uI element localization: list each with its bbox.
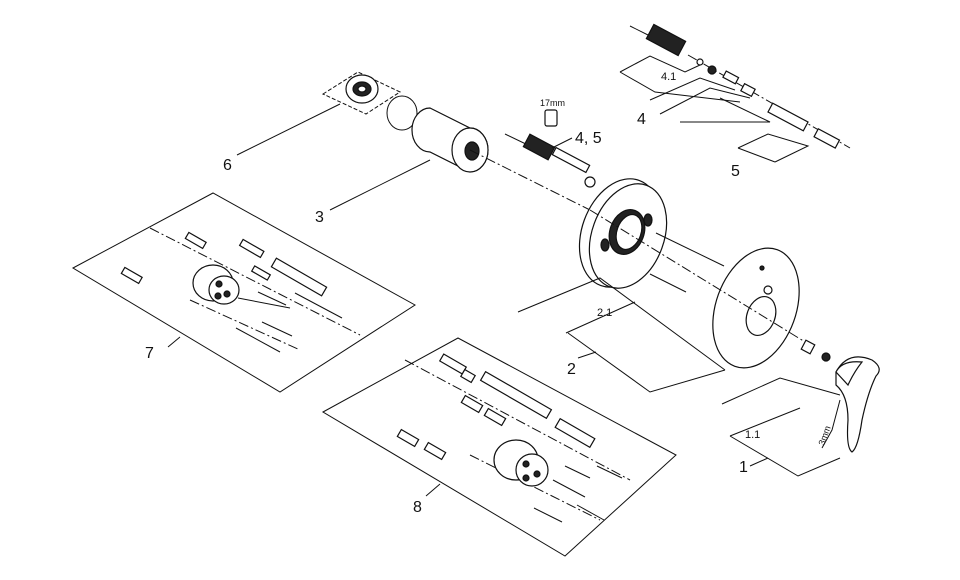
callout-7: 7 bbox=[145, 345, 154, 362]
pin-part bbox=[120, 231, 265, 285]
part-1-group: 3mm 1.1 1 bbox=[721, 339, 880, 477]
kit-8-group: 8 bbox=[321, 337, 677, 557]
callout-2-1: 2.1 bbox=[597, 307, 612, 319]
callout-4-5: 4, 5 bbox=[575, 130, 602, 147]
part-4-5-group: 17mm 4, 5 bbox=[504, 98, 602, 188]
callout-3: 3 bbox=[315, 209, 324, 226]
callout-1-1: 1.1 bbox=[745, 429, 760, 441]
kit-7-group: 7 bbox=[71, 192, 416, 393]
part-5-group: 5 bbox=[731, 102, 841, 180]
callout-4-1: 4.1 bbox=[661, 71, 676, 83]
cartridge-part bbox=[192, 264, 240, 305]
hex-key-size-label: 3mm bbox=[816, 424, 832, 446]
callout-2: 2 bbox=[567, 361, 576, 378]
callout-1: 1 bbox=[739, 459, 748, 476]
part-2-group: 2.1 2 bbox=[517, 178, 811, 393]
callout-5: 5 bbox=[731, 163, 740, 180]
part-4-group: 4.1 4 bbox=[619, 23, 851, 149]
wrench-size-label: 17mm bbox=[540, 98, 565, 108]
cartridge-part bbox=[493, 439, 549, 487]
part-3-group: 3 bbox=[315, 95, 591, 226]
callout-8: 8 bbox=[413, 499, 422, 516]
callout-4: 4 bbox=[637, 111, 646, 128]
o-ring-part bbox=[386, 95, 418, 131]
part-6-group: 6 bbox=[223, 71, 402, 174]
callout-6: 6 bbox=[223, 157, 232, 174]
